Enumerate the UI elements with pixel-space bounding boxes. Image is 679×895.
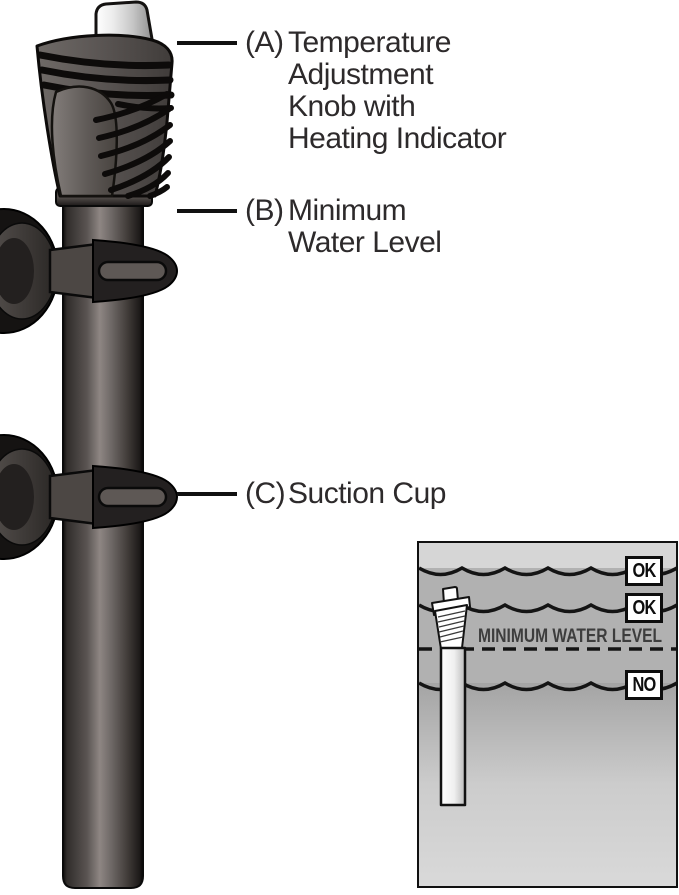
callout-b: (B) Minimum Water Level bbox=[177, 194, 442, 259]
heater-tube-body bbox=[62, 199, 144, 889]
suction-cup-top-prong bbox=[97, 260, 168, 282]
knob-heating-indicator-panel bbox=[50, 85, 118, 198]
suction-cup-top bbox=[0, 208, 179, 334]
inset-heater bbox=[431, 586, 471, 807]
callout-a-text-line-2: Adjustment bbox=[288, 58, 434, 91]
callout-c-leader-line bbox=[177, 492, 237, 496]
heater-illustration bbox=[0, 0, 179, 889]
callout-c: (C) Suction Cup bbox=[177, 478, 446, 510]
suction-cup-bottom bbox=[0, 434, 179, 560]
callout-a: (A) Temperature Adjustment Knob with Hea… bbox=[177, 26, 507, 155]
callout-c-marker: (C) bbox=[245, 477, 286, 510]
callout-b-text-line-2: Water Level bbox=[288, 226, 442, 259]
water-level-badge-no-text: NO bbox=[632, 673, 657, 696]
minimum-water-level-label: MINIMUM WATER LEVEL bbox=[478, 626, 663, 647]
callout-c-text-line-1: Suction Cup bbox=[288, 477, 446, 510]
inset-heater-knob-hatching bbox=[437, 610, 466, 643]
callout-b-text-line-1: Minimum bbox=[288, 194, 407, 227]
callout-a-text-line-1: Temperature bbox=[288, 26, 451, 59]
water-level-badge-no: NO bbox=[625, 670, 663, 700]
callout-c-text: Suction Cup bbox=[288, 478, 446, 510]
heater-tube bbox=[62, 199, 144, 889]
suction-cup-top-neck bbox=[48, 242, 99, 300]
water-level-badge-ok-2-text: OK bbox=[632, 596, 657, 619]
suction-cup-top-core bbox=[0, 238, 34, 304]
suction-cup-bottom-neck bbox=[48, 468, 99, 526]
callout-a-leader-line bbox=[177, 41, 237, 45]
callout-a-marker: (A) bbox=[245, 26, 284, 59]
callout-a-text-line-3: Knob with bbox=[288, 90, 416, 123]
temperature-knob bbox=[35, 33, 175, 199]
knob-upper-ribs bbox=[36, 51, 175, 112]
water-level-badge-ok-2: OK bbox=[625, 593, 663, 623]
water-level-badge-ok-1-text: OK bbox=[632, 559, 657, 582]
callout-a-text: Temperature Adjustment Knob with Heating… bbox=[288, 26, 507, 155]
inset-water-diagram bbox=[419, 543, 676, 886]
callout-a-text-line-4: Heating Indicator bbox=[288, 122, 507, 155]
suction-cup-bottom-core bbox=[0, 464, 34, 530]
inset-heater-tube bbox=[439, 646, 467, 807]
callout-b-marker: (B) bbox=[245, 194, 284, 227]
callout-b-text: Minimum Water Level bbox=[288, 194, 442, 259]
callout-b-leader-line bbox=[177, 209, 237, 213]
water-level-badge-ok-1: OK bbox=[625, 556, 663, 586]
suction-cup-bottom-prong bbox=[97, 486, 168, 508]
knob-diagonal-ribs bbox=[93, 91, 173, 199]
minimum-water-level-inset: OK OK NO MINIMUM WATER LEVEL bbox=[417, 541, 678, 888]
